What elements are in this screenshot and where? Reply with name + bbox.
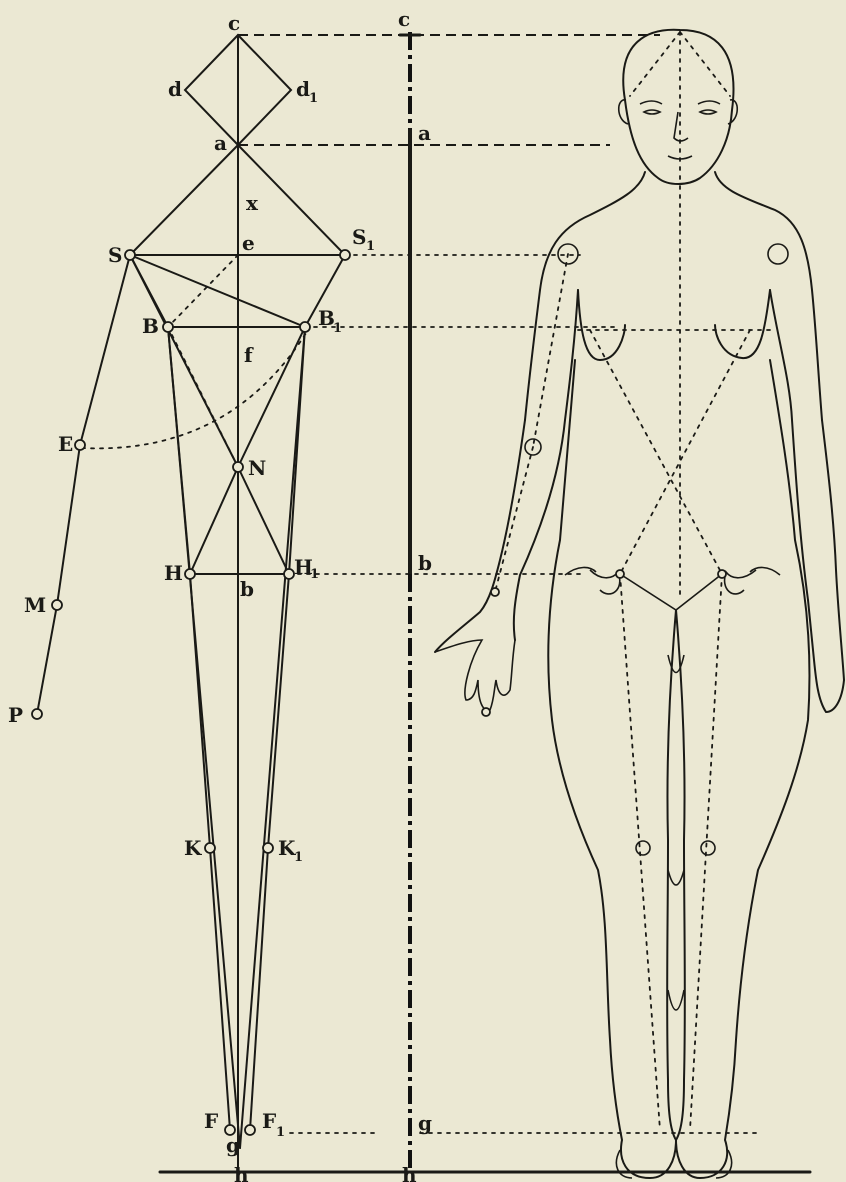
hand — [37, 605, 57, 714]
label-g: g — [226, 1133, 240, 1157]
upper-arm — [80, 255, 130, 445]
label-B: B — [142, 314, 159, 338]
joint-S — [125, 250, 135, 260]
label-c: c — [228, 11, 240, 35]
label-d1: d — [296, 77, 310, 101]
axis-label-h: h — [402, 1163, 417, 1182]
axis-label-c: c — [398, 7, 410, 31]
label-B1-sub: 1 — [333, 321, 342, 336]
joint-M — [52, 600, 62, 610]
measuring-axis — [400, 32, 420, 1172]
label-S1-sub: 1 — [366, 239, 375, 254]
label-H: H — [164, 561, 183, 585]
axis-label-g: g — [418, 1111, 432, 1135]
figure-head — [623, 30, 733, 184]
label-E: E — [58, 432, 73, 456]
label-x: x — [246, 191, 259, 215]
label-F1-sub: 1 — [276, 1125, 285, 1140]
axis-labels: c a b g h — [398, 7, 432, 1182]
label-K1-sub: 1 — [294, 850, 303, 865]
label-d1-sub: 1 — [309, 91, 318, 106]
joint-N — [233, 462, 243, 472]
label-h: h — [234, 1163, 249, 1182]
joint-H — [185, 569, 195, 579]
label-S: S — [108, 243, 122, 267]
joint-H1 — [284, 569, 294, 579]
joint-K — [205, 843, 215, 853]
human-figure — [435, 30, 844, 1178]
label-M: M — [24, 593, 46, 617]
label-e: e — [242, 231, 255, 255]
skeleton-construction — [37, 35, 810, 1172]
label-F: F — [204, 1109, 218, 1133]
joint-B — [163, 322, 173, 332]
label-N: N — [248, 456, 266, 480]
joint-E — [75, 440, 85, 450]
label-F1: F — [262, 1109, 276, 1133]
joint-S1 — [340, 250, 350, 260]
label-K: K — [184, 836, 202, 860]
reference-lines — [238, 35, 760, 1133]
axis-label-b: b — [418, 551, 432, 575]
axis-label-a: a — [418, 121, 431, 145]
label-f: f — [244, 343, 254, 367]
label-b: b — [240, 577, 254, 601]
label-a: a — [214, 131, 227, 155]
label-S1: S — [352, 225, 366, 249]
joint-K1 — [263, 843, 273, 853]
joint-F1 — [245, 1125, 255, 1135]
joint-B1 — [300, 322, 310, 332]
label-P: P — [8, 703, 23, 727]
joint-P — [32, 709, 42, 719]
label-d: d — [168, 77, 182, 101]
forearm — [57, 445, 80, 605]
label-H1-sub: 1 — [310, 567, 319, 582]
